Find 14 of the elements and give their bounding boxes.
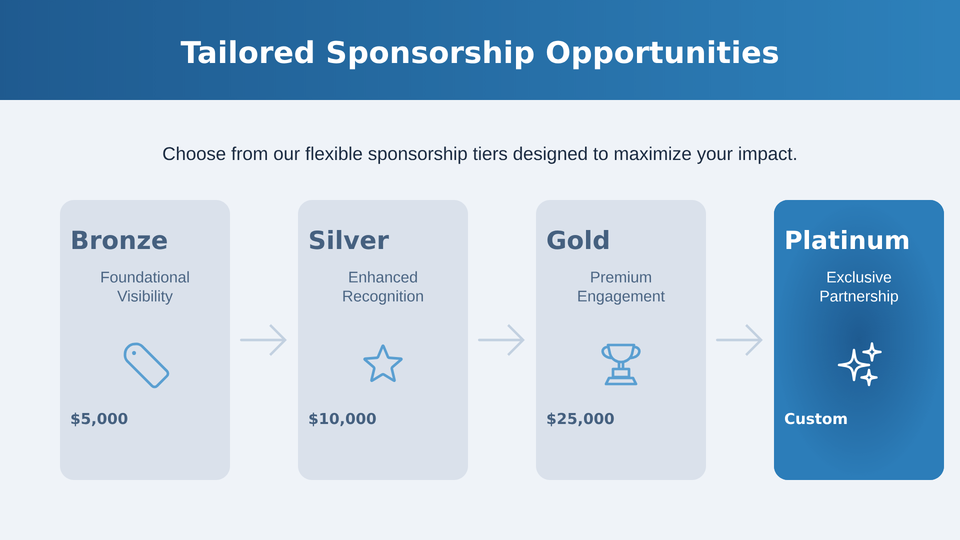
title: Tailored Sponsorship Opportunities	[180, 40, 778, 70]
tier-description: Exclusive Partnership	[820, 271, 898, 305]
tier-name: Gold	[547, 230, 608, 250]
tier-name: Silver	[310, 230, 389, 250]
tier-description: Premium Engagement	[578, 271, 665, 305]
tier-price: Custom	[784, 412, 847, 424]
tier-name: Platinum	[786, 230, 908, 250]
tier-description: Foundational Visibility	[101, 271, 189, 305]
subtitle: Choose from our flexible sponsorship tiers designed to maximize your impact.	[163, 146, 796, 164]
tier-price: $25,000	[547, 412, 614, 426]
tier-price: $10,000	[309, 412, 376, 426]
tier-description: Enhanced Recognition	[343, 271, 423, 305]
tier-price: $5,000	[71, 412, 128, 426]
tier-name: Bronze	[72, 230, 167, 250]
